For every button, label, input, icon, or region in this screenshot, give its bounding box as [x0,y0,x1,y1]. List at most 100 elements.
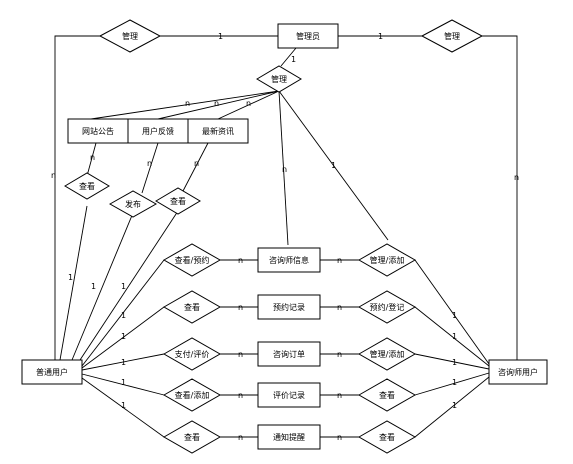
edge-manage-feedback [157,90,280,120]
relation-view-review: 查看 [357,378,417,412]
card-admin-center: 1 [291,55,296,64]
edge-viewnotify-consultant [414,376,490,438]
edge-manage-consultant-info [278,90,289,246]
relation-view-notify-label: 查看 [184,432,200,442]
edge-user-view-add [81,373,165,396]
edge-manageadd2-consultant [414,353,490,370]
card-notice-n: n [185,99,190,108]
edge-view-news-user [79,210,179,361]
edge-view-notice-user [59,205,88,361]
relation-view-notice: 查看 [64,172,110,200]
relation-manage-add-info: 管理/添加 [357,243,417,277]
card-user-publish-1: 1 [91,282,96,291]
relation-view-book: 查看/预约 [162,243,222,277]
relation-view-add: 查看/添加 [162,378,222,412]
card-right-n: n [514,173,519,182]
relation-book-register-label: 预约/登记 [370,302,405,312]
edge-user-view-notify [81,377,165,438]
entity-consult-order-label: 咨询订单 [273,349,305,359]
edge-manage-notice [90,90,280,120]
card-feedback-publish-n: n [147,159,152,168]
relation-view-notice-label: 查看 [79,181,95,191]
edge-manage-right-consultant-user [482,35,518,360]
relation-admin-center: 管理 [256,65,302,93]
edge-manageadd-consultant [414,259,490,365]
relation-view-booking-label: 查看 [184,302,200,312]
relation-publish-feedback-label: 发布 [125,199,141,209]
card-review-right-n: n [337,391,342,400]
relation-manage-add-order-label: 管理/添加 [370,349,405,359]
relation-admin-center-label: 管理 [271,74,287,84]
card-admin-right: 1 [378,32,383,41]
edge-news-view [182,142,209,192]
card-admin-left: 1 [218,32,223,41]
relation-admin-normal-label: 管理 [122,31,138,41]
entity-consultant-user: 咨询师用户 [488,359,548,385]
entity-notice: 网站公告 [67,118,129,144]
card-consultant-record-1: 1 [452,332,457,341]
entity-consult-order: 咨询订单 [257,341,321,367]
card-info-manage-1: 1 [331,161,336,170]
card-feedback-n: n [214,99,219,108]
entity-admin-label: 管理员 [296,31,320,41]
card-record-right-n: n [337,303,342,312]
relation-admin-normal: 管理 [98,19,162,53]
card-user-notify-1: 1 [121,401,126,410]
entity-booking-record: 预约记录 [257,294,321,320]
relation-book-register: 预约/登记 [357,290,417,324]
card-user-viewadd-1: 1 [121,378,126,387]
edges [54,35,518,438]
card-news-n: n [246,99,251,108]
entity-normal-user-label: 普通用户 [36,367,68,377]
card-info-right-n: n [337,256,342,265]
edge-publish-user [71,212,134,361]
entity-consultant-info: 咨询师信息 [257,247,321,273]
card-user-news-1: 1 [121,282,126,291]
card-consultant-notify-1: 1 [452,401,457,410]
edge-user-view-book [81,259,165,367]
card-consultant-order-1: 1 [452,358,457,367]
card-user-pay-1: 1 [121,358,126,367]
card-order-left-n: n [238,350,243,359]
relation-manage-add-info-label: 管理/添加 [370,255,405,265]
card-notify-left-n: n [238,433,243,442]
entity-consultant-info-label: 咨询师信息 [269,255,309,265]
entity-feedback: 用户反馈 [127,118,189,144]
relation-view-notify: 查看 [162,420,222,454]
card-notice-view-n: n [90,153,95,162]
card-order-right-n: n [337,350,342,359]
edge-user-view-booking [81,306,165,369]
edge-feedback-publish [141,142,159,194]
relation-view-book-label: 查看/预约 [175,255,210,265]
entity-notification: 通知提醒 [257,424,321,450]
card-consultant-info-1: 1 [452,311,457,320]
entity-news-label: 最新资讯 [202,126,234,136]
entity-review-record: 评价记录 [257,382,321,408]
entity-normal-user: 普通用户 [21,359,83,385]
card-record-left-n: n [238,303,243,312]
relation-view-notify-consultant: 查看 [357,420,417,454]
relation-manage-add-order: 管理/添加 [357,337,417,371]
entity-feedback-label: 用户反馈 [142,126,174,136]
entity-news: 最新资讯 [187,118,249,144]
relation-view-booking: 查看 [162,290,222,324]
relation-view-review-label: 查看 [379,390,395,400]
relation-view-news: 查看 [155,187,201,215]
cardinality-labels: 1 1 n n 1 n n n n 1 n n n 1 1 1 1 1 1 1 … [51,32,519,442]
entity-booking-record-label: 预约记录 [273,302,305,312]
card-news-view-n: n [194,159,199,168]
card-notify-right-n: n [337,433,342,442]
edge-view-consultant [414,372,490,396]
edge-manage-left-normal-user [54,35,100,360]
card-review-left-n: n [238,391,243,400]
entity-consultant-user-label: 咨询师用户 [498,367,538,377]
edge-manage-news [217,90,280,120]
relation-admin-consultant: 管理 [420,19,484,53]
card-left-n: n [51,171,56,180]
card-consultant-review-1: 1 [452,378,457,387]
edge-notice-view [86,142,97,177]
edge-manage-info-manage [278,90,389,241]
relation-view-add-label: 查看/添加 [175,390,210,400]
card-info-left-n: n [238,256,243,265]
